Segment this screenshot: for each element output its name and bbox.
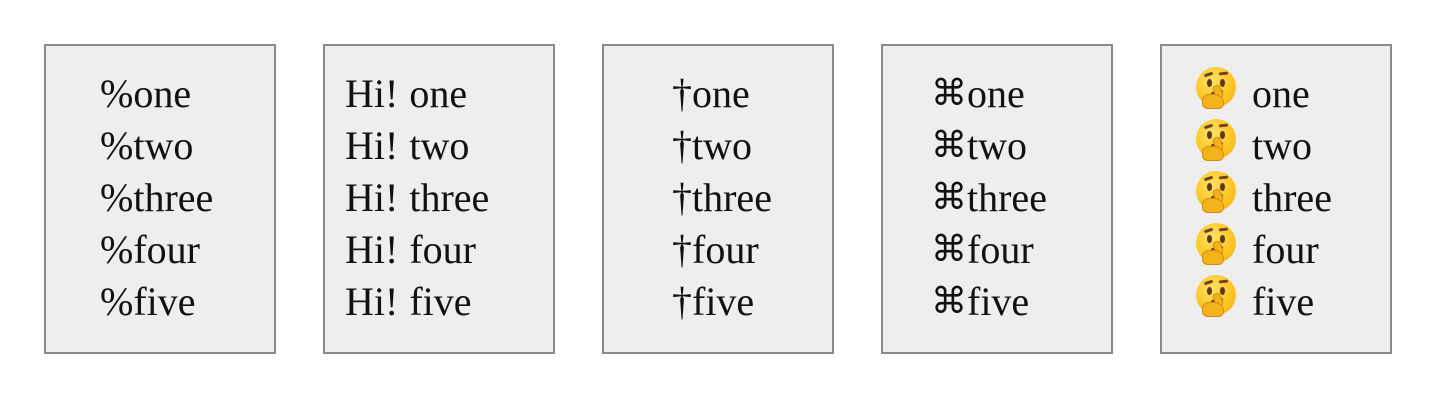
thinking-face-icon (1196, 275, 1236, 317)
list-item-label: one (409, 71, 468, 116)
list-item: ⌘two (931, 120, 1111, 172)
list-item: %five (100, 276, 274, 328)
list-item-label: one (692, 71, 750, 116)
list-item-label: four (1252, 227, 1319, 272)
list-item-label: one (967, 71, 1025, 116)
list-item: †two (672, 120, 832, 172)
list-item: †one (672, 68, 832, 120)
list-panel-dagger: †one †two †three †four †five (602, 44, 834, 354)
bullet-list: ⌘one ⌘two ⌘three ⌘four ⌘five (883, 68, 1111, 328)
command-key-icon: ⌘ (931, 281, 967, 322)
list-item-label: three (692, 175, 772, 220)
list-item-label: three (1252, 175, 1332, 220)
list-item-label: five (409, 279, 472, 324)
list-item: ⌘four (931, 224, 1111, 276)
list-item-label: four (133, 227, 200, 272)
list-item-label: four (967, 227, 1034, 272)
list-panel-command: ⌘one ⌘two ⌘three ⌘four ⌘five (881, 44, 1113, 354)
dagger-icon: † (672, 71, 692, 116)
thinking-face-icon (1196, 119, 1236, 161)
list-marker: Hi! (345, 279, 399, 324)
command-key-icon: ⌘ (931, 125, 967, 166)
list-item: ⌘five (931, 276, 1111, 328)
list-item: †five (672, 276, 832, 328)
thinking-face-icon (1196, 171, 1236, 213)
command-key-icon: ⌘ (931, 229, 967, 270)
list-item: four (1196, 223, 1390, 276)
list-item: Hi!four (345, 224, 553, 276)
list-item-label: five (692, 279, 755, 324)
list-item: ⌘three (931, 172, 1111, 224)
list-item-label: four (409, 227, 476, 272)
list-panel-hi: Hi!one Hi!two Hi!three Hi!four Hi!five (323, 44, 555, 354)
list-item-label: two (1252, 123, 1312, 168)
list-marker: % (100, 279, 134, 324)
thinking-face-icon (1196, 223, 1236, 265)
bullet-list: †one †two †three †four †five (604, 68, 832, 328)
list-item: †three (672, 172, 832, 224)
list-marker: % (100, 227, 134, 272)
list-panel-percent: %one %two %three %four %five (44, 44, 276, 354)
list-marker: Hi! (345, 71, 399, 116)
list-item-label: two (692, 123, 752, 168)
dagger-icon: † (672, 123, 692, 168)
list-item-label: one (1252, 71, 1310, 116)
list-item: %three (100, 172, 274, 224)
list-item-label: three (967, 175, 1047, 220)
list-marker: % (100, 175, 134, 220)
list-item-label: four (692, 227, 759, 272)
thinking-face-icon (1196, 67, 1236, 109)
list-item: †four (672, 224, 832, 276)
bullet-list: %one %two %three %four %five (46, 68, 274, 328)
list-item-label: five (967, 279, 1030, 324)
dagger-icon: † (672, 227, 692, 272)
list-item-label: five (1252, 279, 1315, 324)
list-marker: Hi! (345, 227, 399, 272)
dagger-icon: † (672, 175, 692, 220)
list-item-label: two (133, 123, 194, 168)
command-key-icon: ⌘ (931, 177, 967, 218)
list-item: one (1196, 67, 1390, 120)
list-item: three (1196, 171, 1390, 224)
list-item: %four (100, 224, 274, 276)
dagger-icon: † (672, 279, 692, 324)
list-panel-emoji: one two three four five (1160, 44, 1392, 354)
list-item: five (1196, 275, 1390, 328)
list-item-label: three (409, 175, 490, 220)
list-item-label: two (967, 123, 1027, 168)
list-item: Hi!five (345, 276, 553, 328)
list-marker: % (100, 123, 134, 168)
list-item-label: five (133, 279, 196, 324)
list-item-label: three (133, 175, 214, 220)
list-item-label: two (409, 123, 470, 168)
bullet-list: one two three four five (1162, 67, 1390, 328)
list-item-label: one (133, 71, 192, 116)
list-item: %two (100, 120, 274, 172)
list-item: two (1196, 119, 1390, 172)
list-item: Hi!three (345, 172, 553, 224)
bullet-list: Hi!one Hi!two Hi!three Hi!four Hi!five (325, 68, 553, 328)
list-marker: Hi! (345, 175, 399, 220)
list-item: ⌘one (931, 68, 1111, 120)
list-item: %one (100, 68, 274, 120)
list-item: Hi!one (345, 68, 553, 120)
list-item: Hi!two (345, 120, 553, 172)
command-key-icon: ⌘ (931, 73, 967, 114)
list-marker: Hi! (345, 123, 399, 168)
list-marker: % (100, 71, 134, 116)
